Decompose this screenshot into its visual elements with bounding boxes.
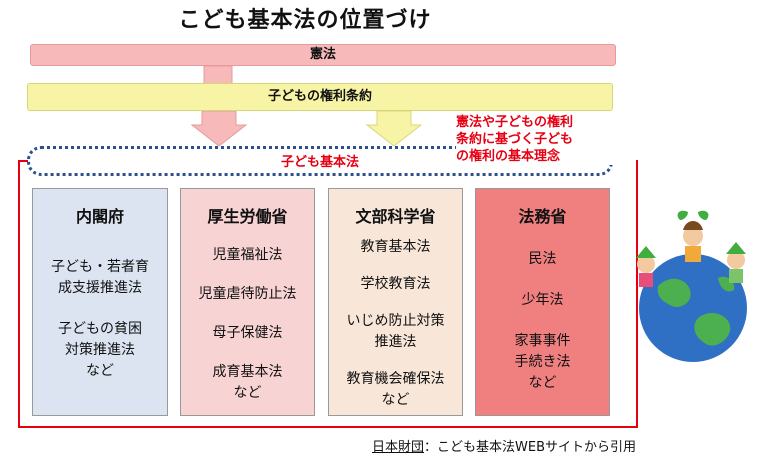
law-item: 家事事件 手続き法 など (514, 333, 571, 391)
law-item: 児童福祉法 (212, 247, 283, 263)
ministry-head: 文部科学省 (355, 207, 436, 226)
down-arrow-constitution-top (203, 66, 233, 84)
law-item: 少年法 (521, 292, 564, 308)
law-item: 成育基本法 など (212, 364, 283, 401)
ministry-cabinet-office: 内閣府 子ども・若者育 成支援推進法 子どもの貧困 対策推進法 など (32, 188, 168, 416)
source-credit: 日本財団：こども基本法WEBサイトから引用 (372, 436, 636, 455)
ministry-head: 厚生労働省 (207, 207, 288, 226)
down-arrow-convention (365, 111, 423, 147)
ministry-justice: 法務省 民法 少年法 家事事件 手続き法 など (475, 188, 610, 416)
source-credit-link: 日本財団 (372, 440, 425, 455)
ministry-head: 法務省 (518, 207, 567, 226)
red-bracket-frame (18, 160, 638, 428)
law-item: いじめ防止対策 推進法 (346, 313, 445, 350)
law-item: 学校教育法 (360, 276, 431, 292)
ministry-education: 文部科学省 教育基本法 学校教育法 いじめ防止対策 推進法 教育機会確保法 など (328, 188, 463, 416)
ministry-health-labour: 厚生労働省 児童福祉法 児童虐待防止法 母子保健法 成育基本法 など (180, 188, 315, 416)
law-item: 民法 (528, 251, 557, 267)
source-credit-text: ：こども基本法WEBサイトから引用 (424, 440, 637, 455)
ministry-head: 内閣府 (75, 207, 124, 226)
constitution-bar: 憲法 (30, 44, 616, 66)
law-item: 母子保健法 (212, 325, 283, 341)
down-arrow-constitution (190, 111, 248, 147)
rights-convention-bar: 子どもの権利条約 (27, 83, 613, 111)
law-item: 教育機会確保法 など (346, 371, 445, 408)
earth-children-illustration (636, 210, 747, 362)
core-law-label: 子ども基本法 (280, 155, 359, 170)
law-item: 教育基本法 (360, 239, 431, 255)
principle-note: 憲法や子どもの権利 条約に基づく子ども の権利の基本理念 (456, 114, 636, 165)
diagram-title: こども基本法の位置づけ (178, 8, 432, 33)
law-item: 子どもの貧困 対策推進法 など (58, 321, 142, 379)
red-bracket-top-left (18, 160, 28, 162)
law-item: 子ども・若者育 成支援推進法 (51, 259, 149, 296)
law-item: 児童虐待防止法 (198, 286, 297, 302)
